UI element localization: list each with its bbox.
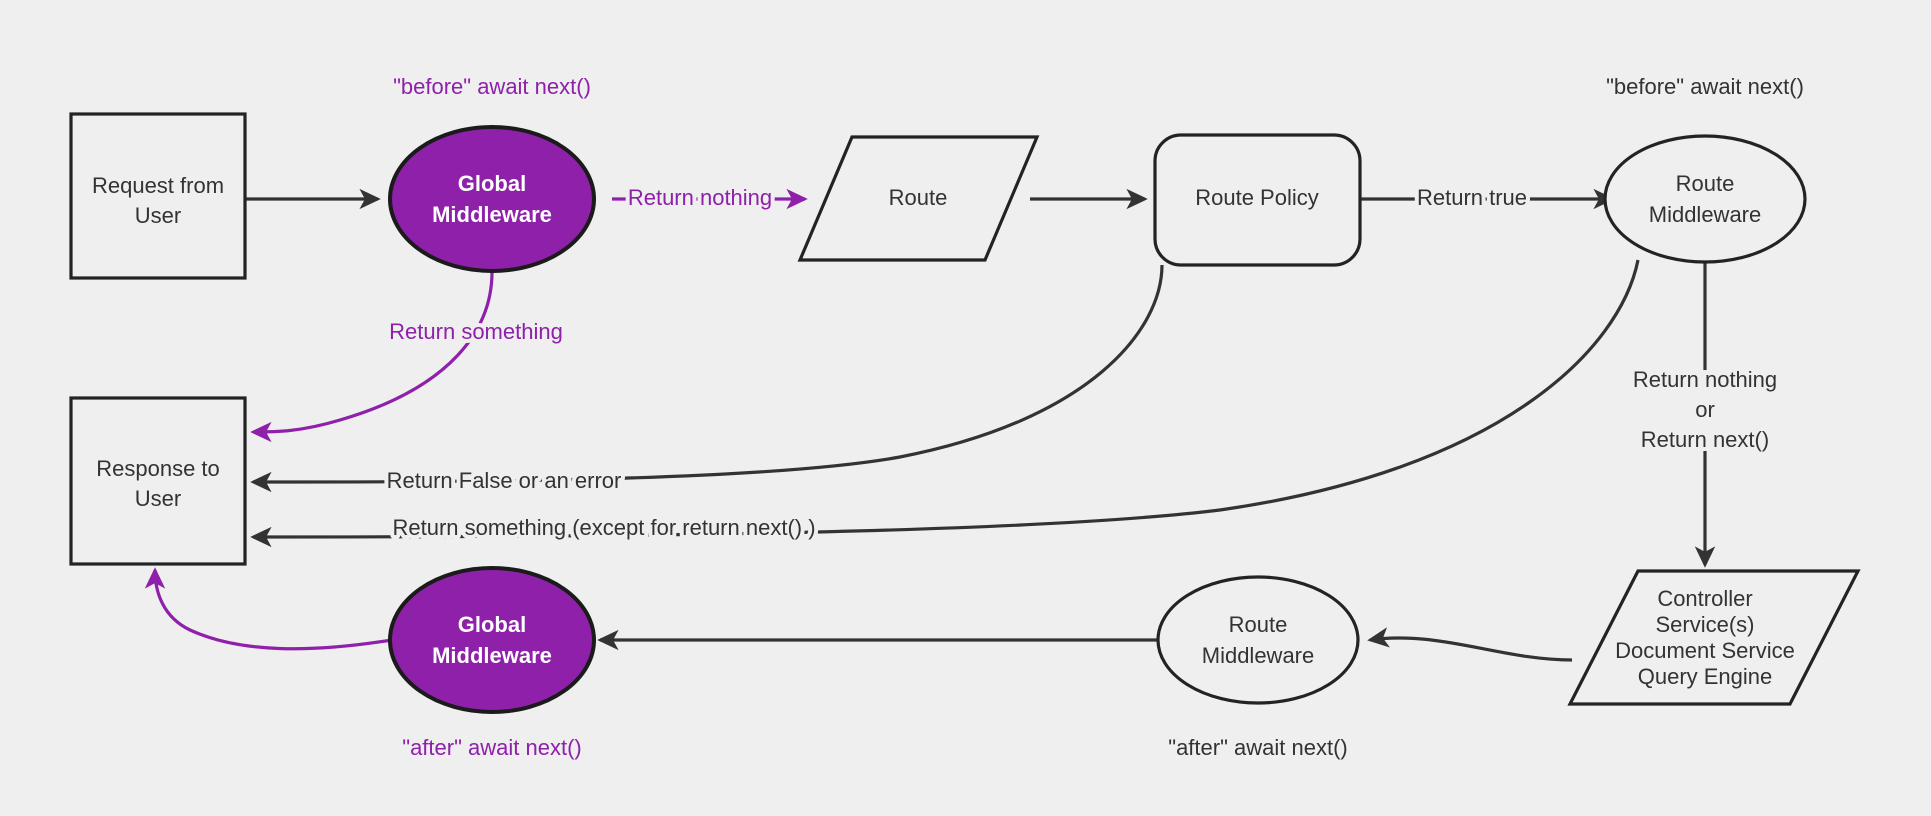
node-route[interactable]: Route	[797, 135, 1040, 262]
node-global-middleware-bottom-label-line2: Middleware	[432, 643, 552, 668]
node-route-policy[interactable]: Route Policy	[1153, 133, 1362, 267]
node-request-from-user-label-line2: User	[135, 203, 181, 228]
node-request-from-user-label-line1: Request from	[92, 173, 224, 198]
edge-label-return-nothing-or-next-line2: or	[1695, 397, 1715, 422]
edge-global-middleware-bottom-to-response	[144, 567, 393, 651]
node-global-middleware-bottom[interactable]: Global Middleware	[388, 566, 596, 714]
node-global-middleware-top[interactable]: Global Middleware	[388, 125, 596, 273]
node-global-middleware-top-label-line2: Middleware	[432, 202, 552, 227]
node-controller-services[interactable]: Controller Service(s) Document Service Q…	[1567, 569, 1861, 706]
node-controller-services-label-line2: Service(s)	[1655, 612, 1754, 637]
node-route-policy-label: Route Policy	[1195, 185, 1319, 210]
edge-label-return-nothing: Return nothing	[628, 185, 772, 210]
node-response-to-user-label-line2: User	[135, 486, 181, 511]
node-response-to-user-label-line1: Response to	[96, 456, 220, 481]
annotation-after-await-next-route: "after" await next()	[1168, 735, 1347, 760]
edge-global-middleware-return-something	[250, 271, 494, 443]
annotation-before-await-next-route: "before" await next()	[1606, 74, 1804, 99]
node-controller-services-label-line1: Controller	[1657, 586, 1752, 611]
node-controller-services-label-line4: Query Engine	[1638, 664, 1773, 689]
node-route-middleware-top[interactable]: Route Middleware	[1603, 134, 1807, 264]
edge-controller-to-route-middleware	[1367, 627, 1573, 662]
node-global-middleware-bottom-label-line1: Global	[458, 612, 526, 637]
node-route-label: Route	[889, 185, 948, 210]
edge-label-return-true: Return true	[1417, 185, 1527, 210]
edge-label-return-something: Return something	[389, 319, 563, 344]
node-request-from-user[interactable]: Request from User	[69, 112, 247, 280]
edge-route-policy-return-false	[250, 264, 1164, 493]
node-route-middleware-top-label-line1: Route	[1676, 171, 1735, 196]
node-route-middleware-bottom-label-line2: Middleware	[1202, 643, 1315, 668]
edge-route-middleware-return-something	[250, 259, 1640, 548]
node-route-middleware-bottom[interactable]: Route Middleware	[1156, 575, 1360, 705]
node-route-middleware-bottom-label-line1: Route	[1229, 612, 1288, 637]
edge-label-return-something-except-next: Return something (except for return next…	[392, 515, 815, 540]
annotation-after-await-next-global: "after" await next()	[402, 735, 581, 760]
edge-label-return-nothing-or-next-line1: Return nothing	[1633, 367, 1777, 392]
edge-label-return-false-or-error: Return False or an error	[387, 468, 622, 493]
annotation-before-await-next-global: "before" await next()	[393, 74, 591, 99]
edge-label-return-nothing-or-next-line3: Return next()	[1641, 427, 1769, 452]
node-global-middleware-top-label-line1: Global	[458, 171, 526, 196]
node-route-middleware-top-label-line2: Middleware	[1649, 202, 1762, 227]
node-controller-services-label-line3: Document Service	[1615, 638, 1795, 663]
node-response-to-user[interactable]: Response to User	[69, 396, 247, 566]
